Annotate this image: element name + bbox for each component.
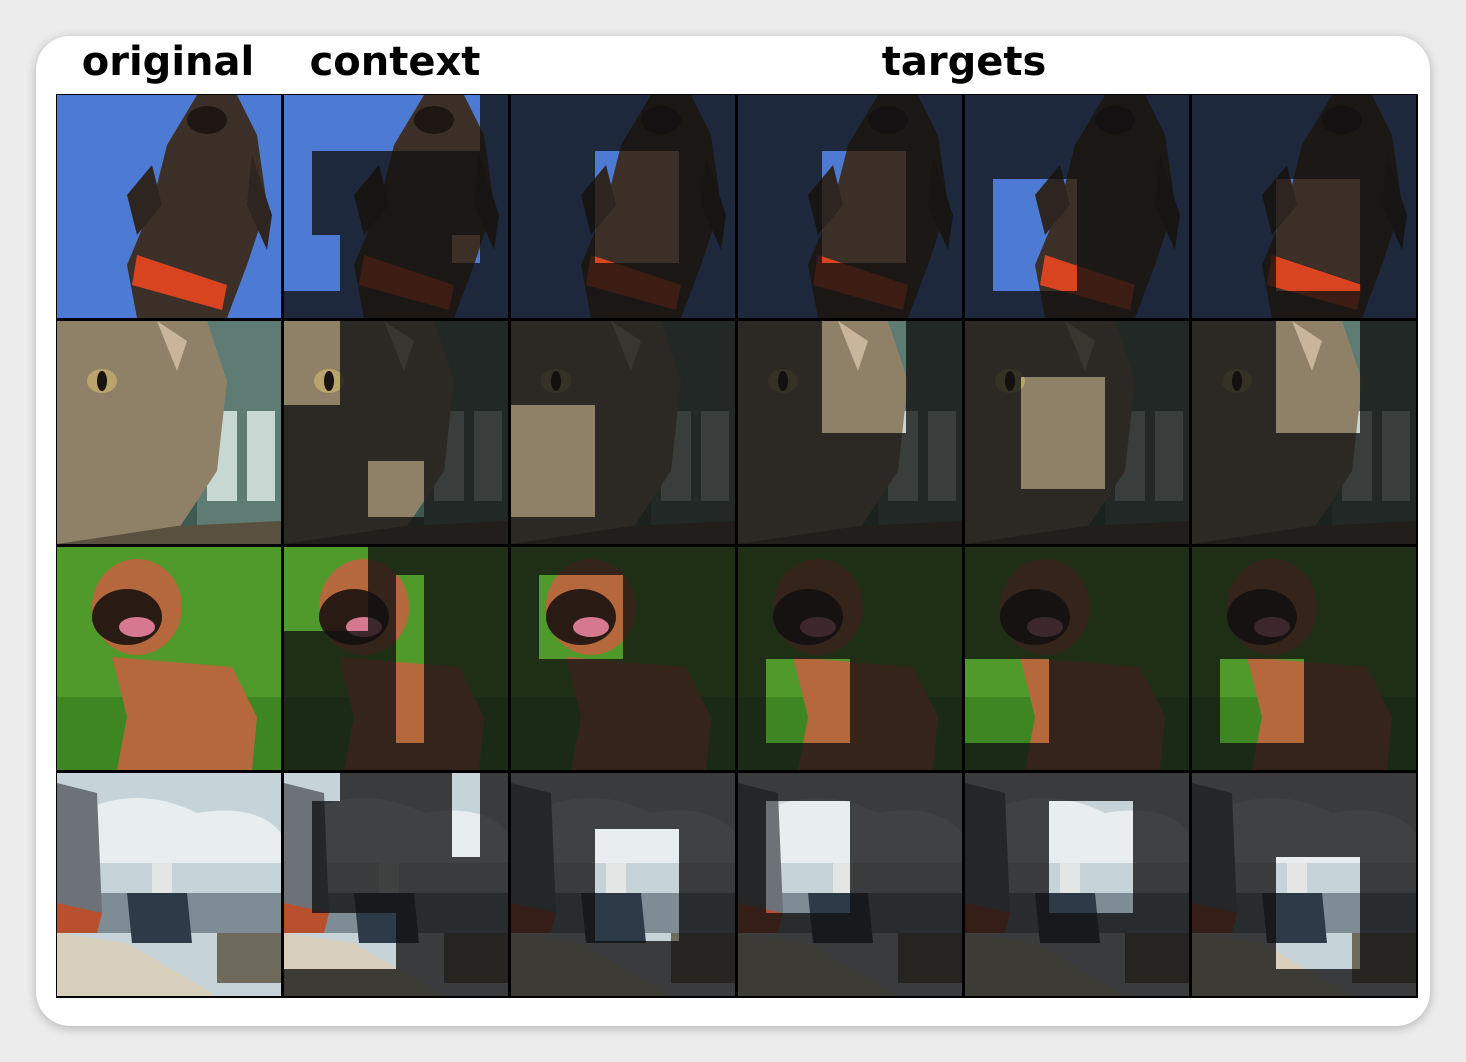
target-image-bullmastiff-2 — [738, 547, 962, 770]
target-image-harbor-4 — [1192, 773, 1416, 996]
original-image-harbor — [57, 773, 281, 996]
target-image-dog-sky-1 — [511, 95, 735, 318]
context-image-dog-sky — [284, 95, 508, 318]
header-targets: targets — [881, 39, 1047, 85]
target-image-dog-sky-4 — [1192, 95, 1416, 318]
target-image-dog-sky-3 — [965, 95, 1189, 318]
header-original: original — [81, 39, 255, 85]
target-image-harbor-3 — [965, 773, 1189, 996]
original-image-dog-sky — [57, 95, 281, 318]
target-image-harbor-2 — [738, 773, 962, 996]
target-image-bullmastiff-4 — [1192, 547, 1416, 770]
image-grid — [56, 94, 1418, 998]
original-image-cat — [57, 321, 281, 544]
target-image-dog-sky-2 — [738, 95, 962, 318]
target-image-cat-3 — [965, 321, 1189, 544]
target-image-bullmastiff-3 — [965, 547, 1189, 770]
context-image-harbor — [284, 773, 508, 996]
context-image-bullmastiff — [284, 547, 508, 770]
target-image-bullmastiff-1 — [511, 547, 735, 770]
target-image-cat-2 — [738, 321, 962, 544]
target-image-cat-4 — [1192, 321, 1416, 544]
original-image-bullmastiff — [57, 547, 281, 770]
target-image-harbor-1 — [511, 773, 735, 996]
header-context: context — [309, 39, 481, 85]
context-image-cat — [284, 321, 508, 544]
target-image-cat-1 — [511, 321, 735, 544]
